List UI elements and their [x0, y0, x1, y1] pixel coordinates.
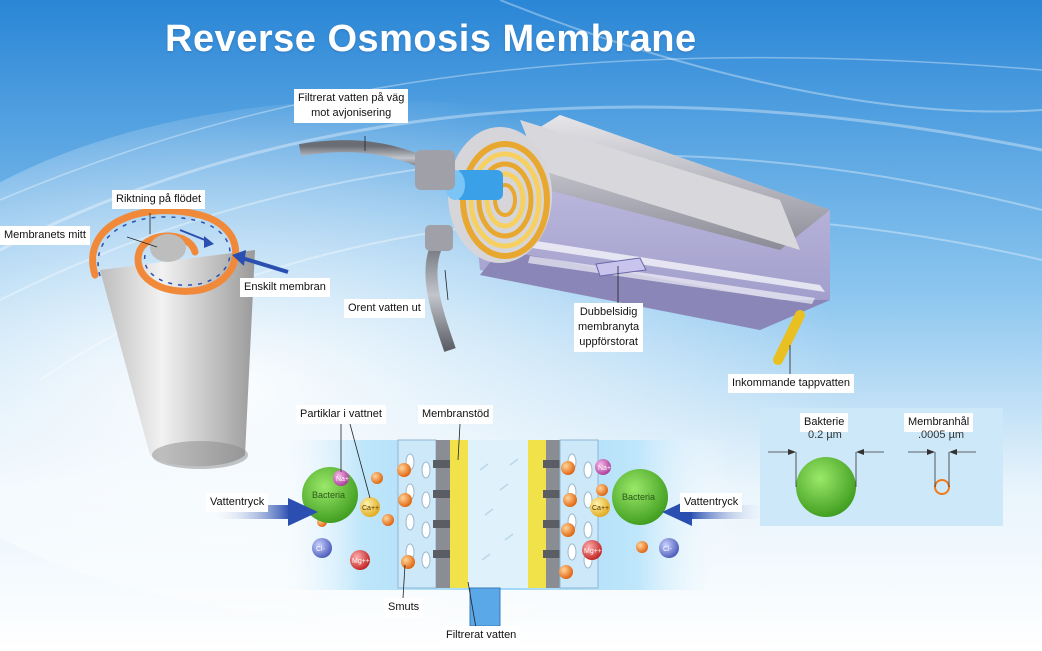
label-membrane-center: Membranets mitt [0, 226, 90, 245]
page-title: Reverse Osmosis Membrane [165, 18, 697, 60]
membrane-cross-section [210, 423, 770, 629]
label-filtered-line2: mot avjonisering [311, 107, 392, 119]
label-bacteria: Bakterie [800, 413, 849, 432]
na-text-right: Na+ [598, 465, 611, 472]
ca-text-left: Ca++ [362, 505, 379, 512]
ca-text-right: Ca++ [592, 505, 609, 512]
bacteria-text-left: Bacteria [312, 490, 345, 500]
label-filtered-to-deionization: Filtrerat vatten på väg mot avjonisering [294, 89, 409, 123]
cl-text-left: Cl- [316, 546, 326, 553]
ro-housing [415, 115, 830, 365]
label-single-membrane: Enskilt membran [240, 278, 330, 297]
label-impure-water-out: Orent vatten ut [344, 299, 425, 318]
label-double-line1: Dubbelsidig [579, 306, 638, 318]
particle-texts: Bacteria Bacteria Na+ Na+ Ca++ Ca++ Cl- … [312, 465, 673, 565]
label-dirt: Smuts [384, 598, 424, 617]
cl-text-right: Cl- [663, 546, 673, 553]
spiral-membrane-roll [89, 207, 289, 469]
label-water-pressure-left: Vattentryck [206, 493, 269, 512]
label-double-line3: uppförstorat [579, 336, 638, 348]
label-membrane-support: Membranstöd [418, 405, 494, 424]
mg-text-left: Mg++ [352, 558, 370, 565]
label-flow-direction: Riktning på flödet [112, 190, 205, 209]
label-filtered-line1: Filtrerat vatten på väg [298, 92, 405, 104]
label-membrane-pore: Membranhål [904, 413, 974, 432]
label-particles-in-water: Partiklar i vattnet [296, 405, 386, 424]
label-double-sided-membrane: Dubbelsidig membranyta uppförstorat [574, 303, 644, 352]
na-text-left: Na+ [336, 476, 349, 483]
label-filtered-water: Filtrerat vatten [442, 626, 521, 645]
mg-text-right: Mg++ [584, 548, 602, 555]
label-double-line2: membranyta [578, 321, 640, 333]
label-incoming-tap-water: Inkommande tappvatten [728, 374, 855, 393]
bacteria-text-right: Bacteria [622, 492, 655, 502]
pore-size: .0005 µm [918, 429, 965, 441]
bacteria-size: 0.2 µm [808, 429, 842, 441]
label-water-pressure-right: Vattentryck [680, 493, 743, 512]
